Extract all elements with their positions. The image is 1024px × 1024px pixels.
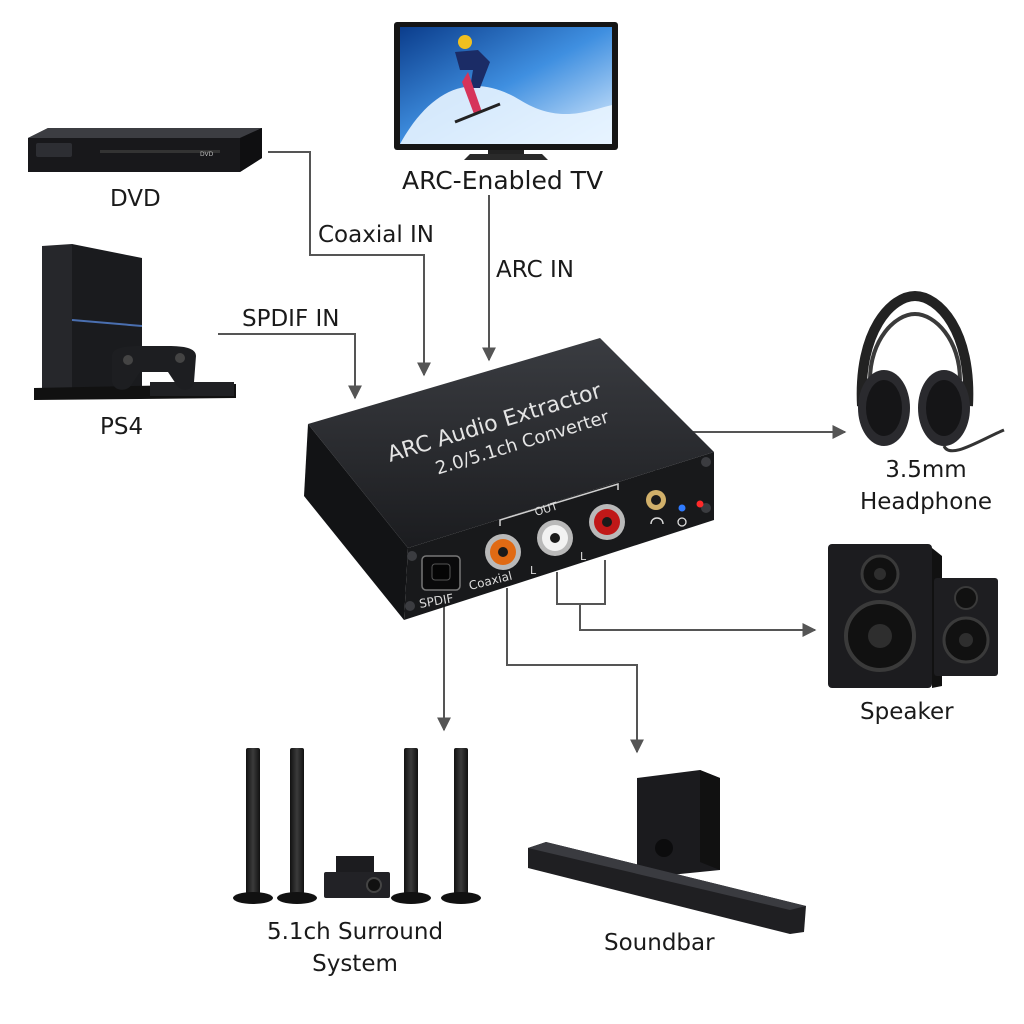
soundbar-line xyxy=(506,588,644,754)
coaxial-in-label: Coaxial IN xyxy=(318,222,435,248)
speaker-device xyxy=(828,544,998,688)
soundbar-device xyxy=(528,770,806,934)
speaker-line xyxy=(579,604,817,637)
headphone-label: 3.5mm Headphone xyxy=(846,454,1006,518)
spdif-in-label: SPDIF IN xyxy=(242,306,340,332)
converter-device xyxy=(304,338,714,620)
ps4-label: PS4 xyxy=(100,414,144,440)
dvd-device: DVD xyxy=(28,128,262,172)
headphone-label-line1: 3.5mm xyxy=(885,457,967,483)
right-channel-label: L xyxy=(580,550,587,563)
surround-label-line1: 5.1ch Surround xyxy=(266,919,444,945)
tv-label: ARC-Enabled TV xyxy=(402,166,604,195)
ps4-spdif-line xyxy=(218,333,362,400)
soundbar-label: Soundbar xyxy=(604,930,715,956)
speaker-label: Speaker xyxy=(860,699,954,725)
spdif-port-label: SPDIF xyxy=(418,591,455,611)
headphone-device xyxy=(856,290,1005,453)
surround-system-device xyxy=(233,748,481,904)
left-channel-label: L xyxy=(530,564,537,577)
tv-device xyxy=(394,22,618,160)
arc-in-label: ARC IN xyxy=(496,257,574,283)
surround-label: 5.1ch Surround System xyxy=(250,916,460,980)
dvd-front-label: DVD xyxy=(200,151,214,158)
headphone-label-line2: Headphone xyxy=(859,489,993,515)
dvd-label: DVD xyxy=(110,186,161,212)
ps4-device xyxy=(34,244,236,400)
surround-label-line2: System xyxy=(312,951,398,977)
dvd-coaxial-line xyxy=(268,151,431,377)
